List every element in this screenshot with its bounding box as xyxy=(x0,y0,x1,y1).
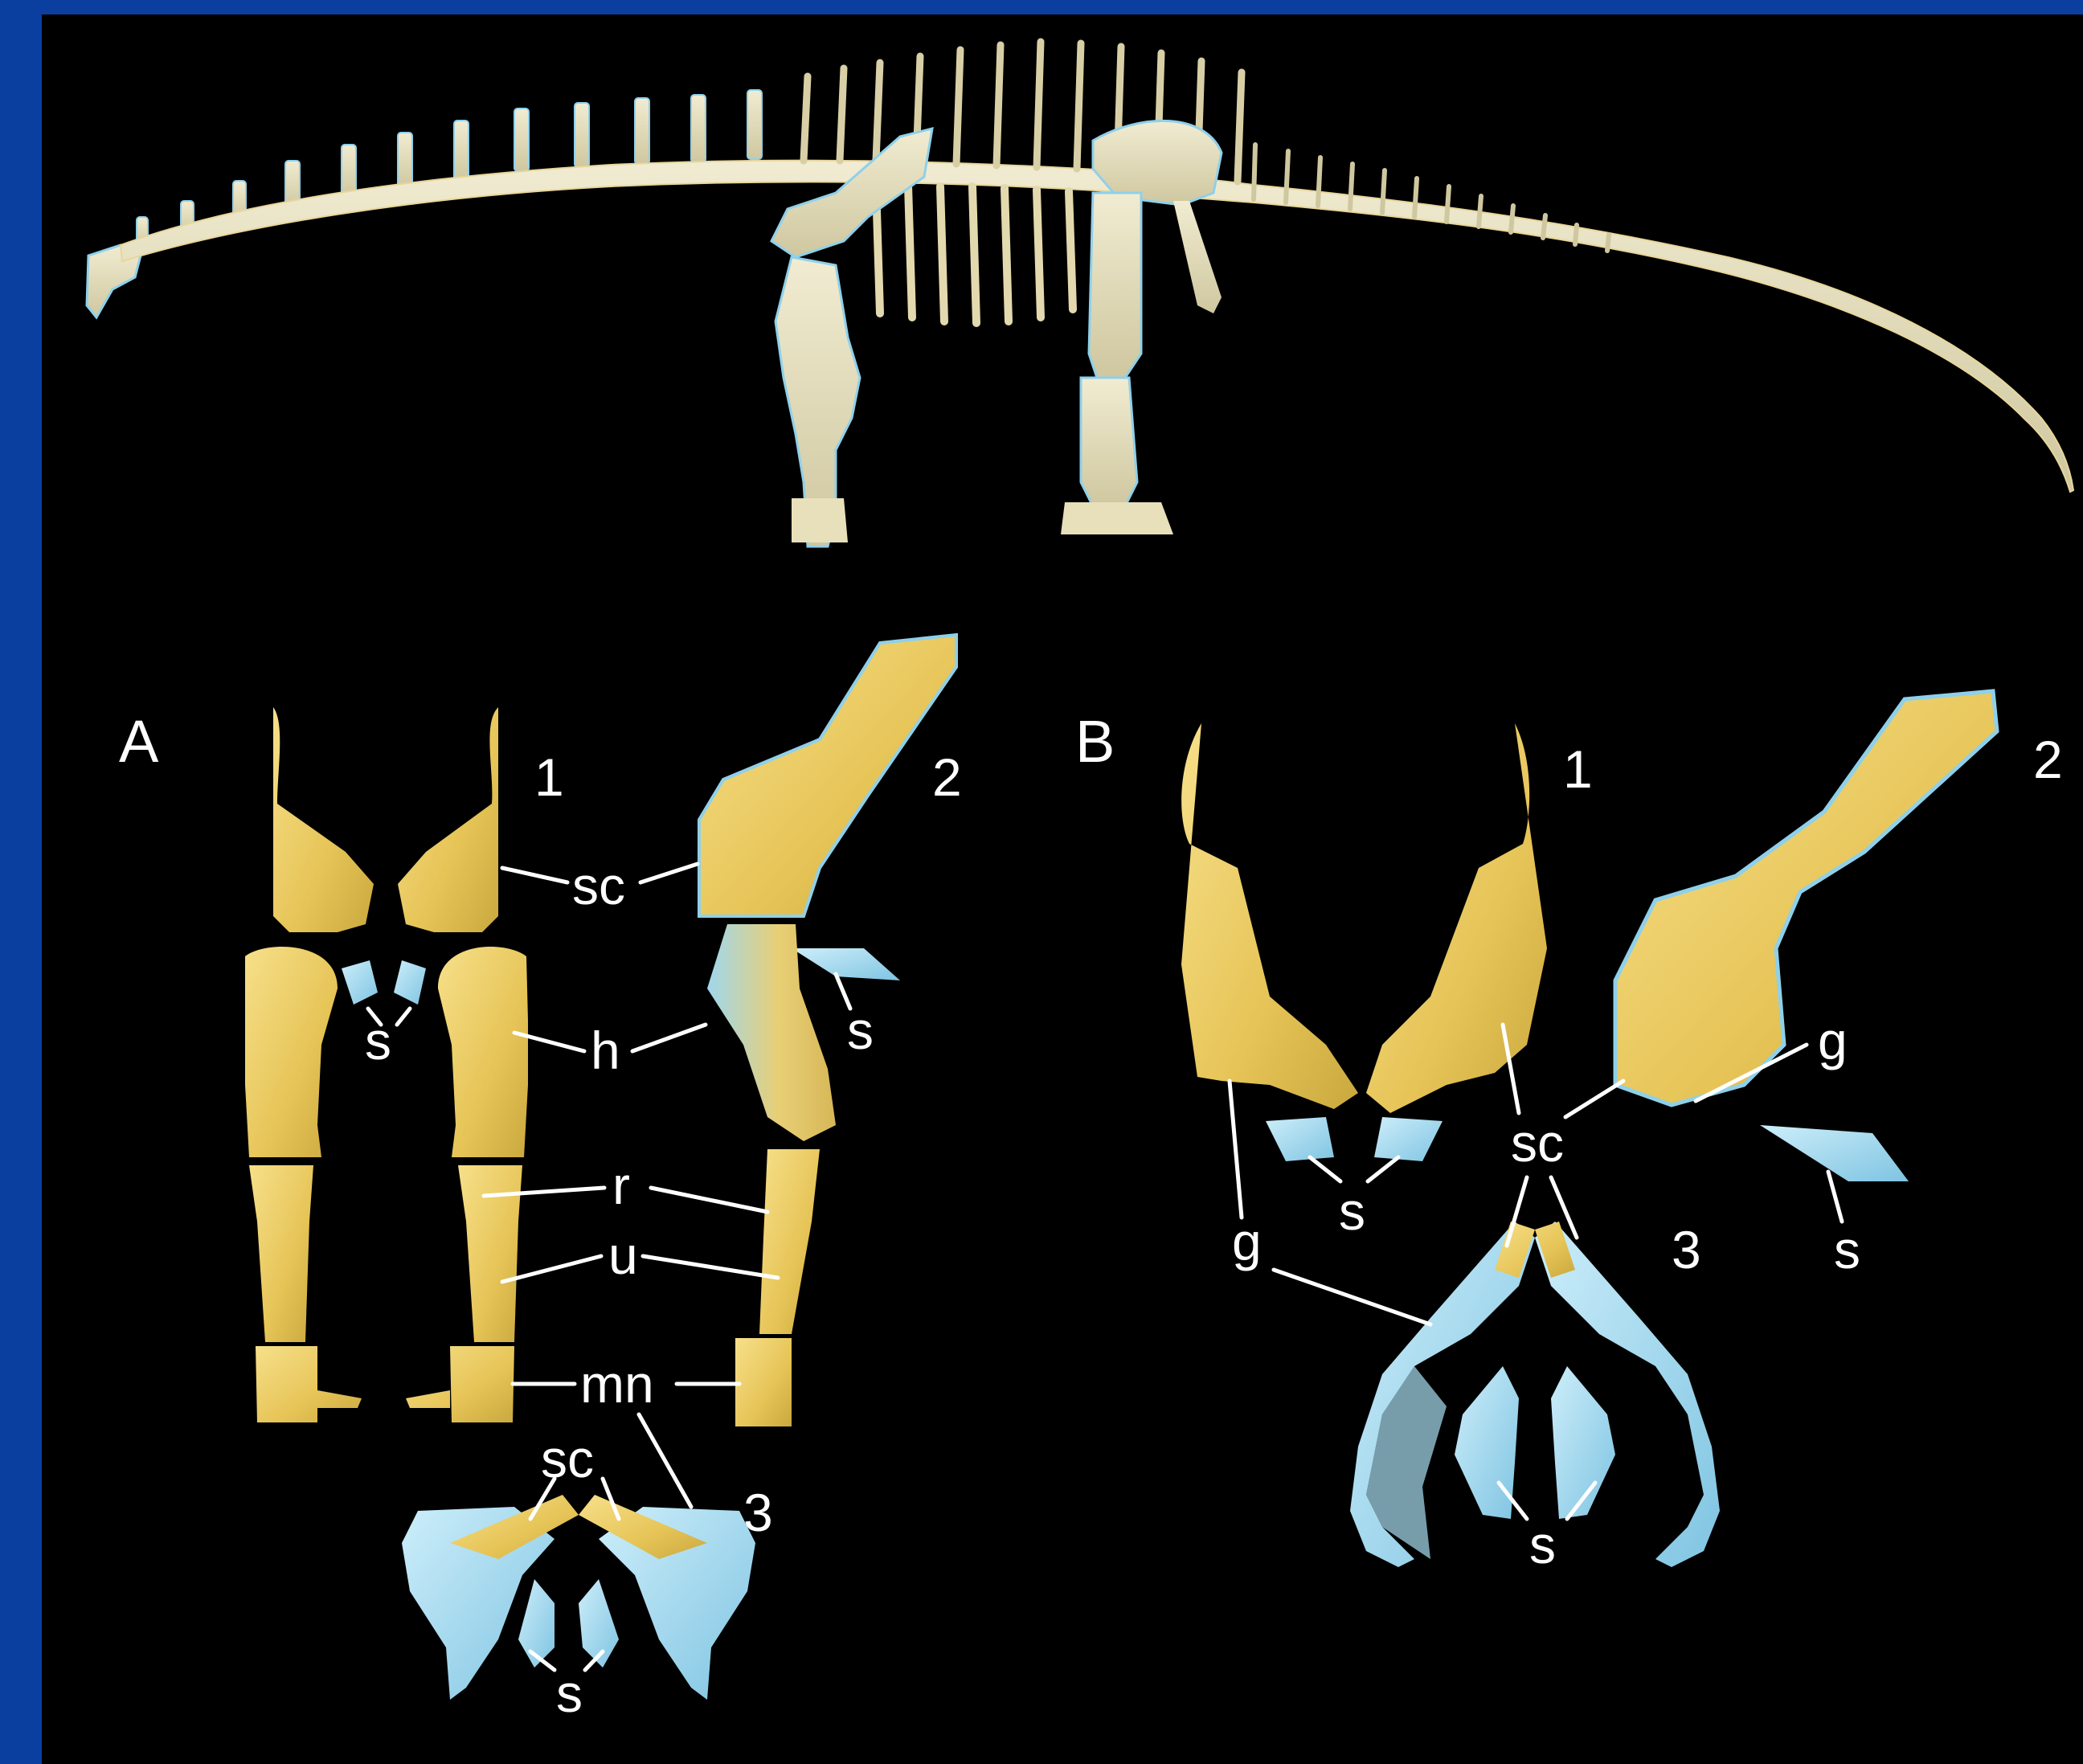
label-b-sc: sc xyxy=(1511,1113,1564,1173)
label-b-s-2: s xyxy=(1834,1220,1860,1279)
overview-femur xyxy=(1089,193,1141,378)
panel-a-view-1: 1 xyxy=(534,747,564,807)
label-b-g-2: g xyxy=(1818,1011,1848,1070)
label-a-sc-2: sc xyxy=(541,1429,594,1488)
label-b-s-1: s xyxy=(1339,1181,1365,1241)
label-a-u: u xyxy=(608,1226,638,1285)
lateral-manus xyxy=(735,1338,792,1426)
label-a-h: h xyxy=(591,1021,620,1080)
panel-b-view-3: 3 xyxy=(1672,1220,1701,1279)
label-b-s-3: s xyxy=(1529,1515,1556,1574)
panel-b-view-2: 2 xyxy=(2033,730,2063,789)
panel-a-view-2: 2 xyxy=(932,747,962,807)
panel-b-view-1: 1 xyxy=(1563,739,1593,799)
panel-a-letter: A xyxy=(119,708,159,775)
label-a-sc: sc xyxy=(572,856,625,915)
panel-b-letter: B xyxy=(1075,708,1115,775)
overview-manus xyxy=(792,498,848,542)
overview-tibia xyxy=(1081,378,1137,506)
label-b-g-1: g xyxy=(1232,1212,1262,1271)
label-a-r: r xyxy=(612,1156,630,1215)
label-a-s-3: s xyxy=(556,1664,583,1723)
label-a-mn: mn xyxy=(580,1354,654,1414)
overview-pes xyxy=(1061,502,1173,534)
